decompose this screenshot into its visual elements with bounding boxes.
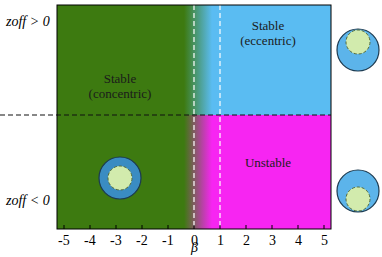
tick-label: 5	[321, 233, 328, 249]
axis-ticks	[64, 225, 324, 229]
concentric-region	[57, 5, 184, 229]
tick-label: -4	[84, 233, 96, 249]
region-label: Unstable	[232, 155, 304, 170]
tick-label: -2	[136, 233, 148, 249]
region-label-box: Unstable	[228, 153, 308, 172]
axis-title: β	[191, 240, 198, 256]
region-label-box: Stable (eccentric)	[228, 16, 308, 50]
beta-zero-line	[193, 5, 194, 229]
eccentric-icon	[337, 29, 379, 71]
zoff-label: zoff < 0	[6, 193, 50, 209]
zoff-zero-line	[0, 114, 331, 115]
tick-label: -1	[162, 233, 174, 249]
tick-label: 1	[217, 233, 224, 249]
tick-label: 2	[243, 233, 250, 249]
transition-band	[184, 5, 212, 115]
tick-label: 4	[295, 233, 302, 249]
eccentric-region	[212, 5, 331, 115]
beta-one-line	[219, 5, 220, 229]
transition-band	[184, 115, 212, 229]
region-label: Stable (eccentric)	[232, 18, 304, 48]
zoff-label: zoff > 0	[6, 14, 50, 30]
unstable-icon	[337, 170, 379, 212]
unstable-region	[212, 115, 331, 229]
plot-frame	[57, 5, 331, 229]
tick-label: 3	[269, 233, 276, 249]
region-label-box: Stable (concentric)	[77, 69, 163, 103]
tick-label: -5	[58, 233, 70, 249]
concentric-icon	[99, 157, 141, 199]
tick-label: -3	[110, 233, 122, 249]
region-label: Stable (concentric)	[81, 71, 159, 101]
